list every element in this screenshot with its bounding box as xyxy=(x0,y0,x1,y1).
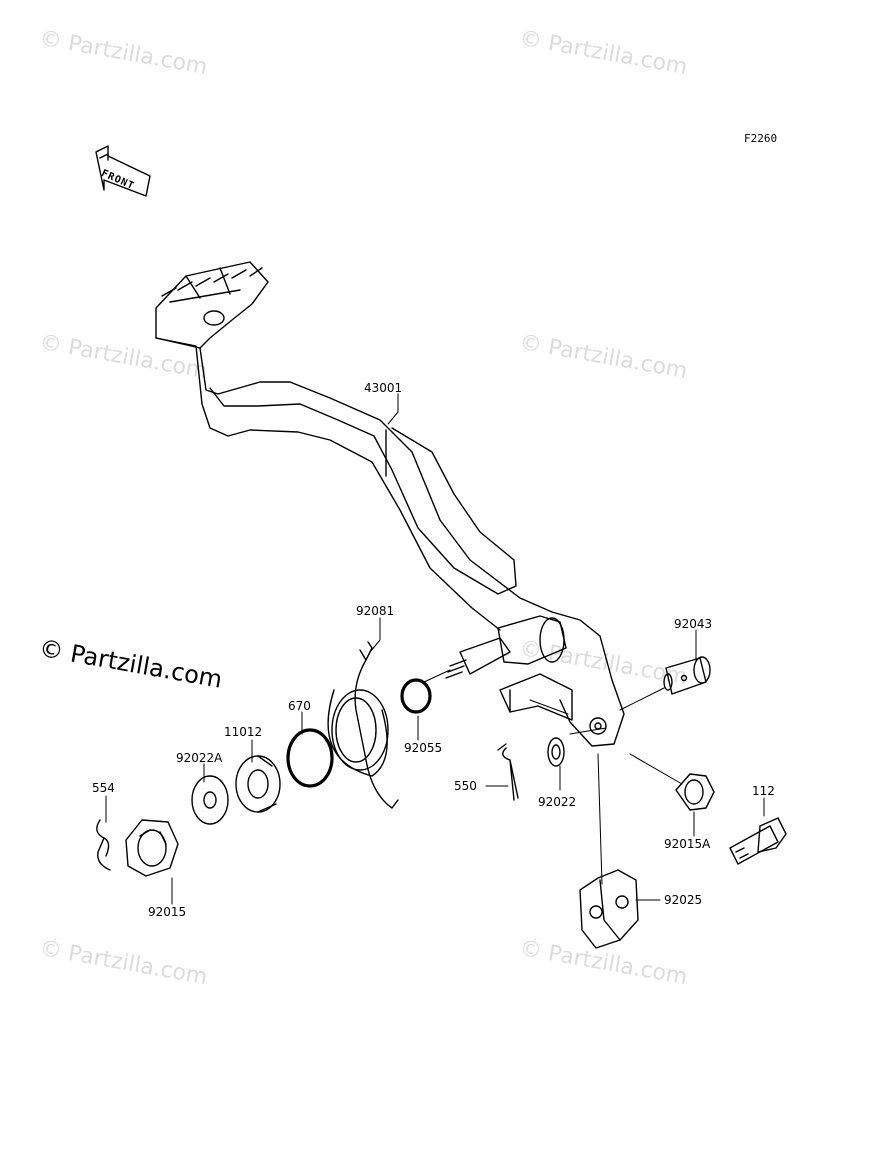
part-label-670: 670 xyxy=(288,699,311,713)
leader-lines xyxy=(105,393,765,905)
clevis-92025-drawing xyxy=(579,869,639,949)
washer-92022a-drawing xyxy=(191,775,229,825)
collar-11012-drawing xyxy=(235,755,281,813)
part-label-92043: 92043 xyxy=(674,617,713,631)
part-label-92081: 92081 xyxy=(356,604,395,618)
part-label-43001: 43001 xyxy=(364,381,403,395)
nut-92015a-drawing xyxy=(675,773,715,811)
brake-pedal-drawing xyxy=(155,261,625,747)
clevis-pin-92043-drawing xyxy=(663,656,711,695)
part-label-11012: 11012 xyxy=(224,725,263,739)
part-label-92015a: 92015A xyxy=(664,837,711,851)
part-label-92025: 92025 xyxy=(664,893,703,907)
return-spring-drawing xyxy=(327,641,399,809)
part-label-554: 554 xyxy=(92,781,115,795)
o-ring-670-drawing xyxy=(286,728,334,788)
snap-pin-554-drawing xyxy=(96,819,111,871)
part-label-92022a: 92022A xyxy=(176,751,223,765)
washer-92022-drawing xyxy=(547,737,565,767)
o-ring-92055-drawing xyxy=(400,678,432,714)
front-arrow-icon xyxy=(95,145,151,197)
cotter-pin-550-drawing xyxy=(497,743,519,801)
part-label-92022: 92022 xyxy=(538,795,577,809)
figure-code: F2260 xyxy=(744,132,778,145)
part-label-92015: 92015 xyxy=(148,905,187,919)
part-label-550: 550 xyxy=(454,779,477,793)
part-label-112: 112 xyxy=(752,784,775,798)
nut-92015-drawing xyxy=(125,819,179,877)
part-label-92055: 92055 xyxy=(404,741,443,755)
bolt-112-drawing xyxy=(729,817,787,865)
